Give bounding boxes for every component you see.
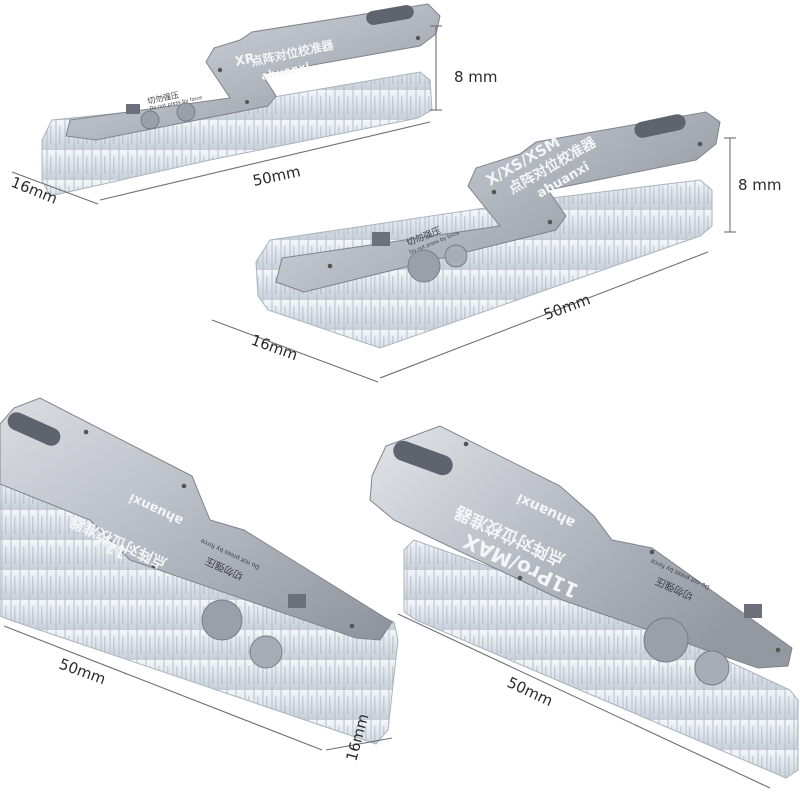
height-label: 8 mm [738, 176, 782, 194]
metal-plate [0, 397, 393, 641]
length-label: 50mm [541, 290, 593, 323]
length-label: 50mm [251, 162, 302, 190]
product-x-xs-xsm: X/XS/XSM 点阵对位校准器 ahuanxi 切勿强压 Do not pre… [211, 111, 782, 383]
width-label: 16mm [249, 331, 301, 364]
width-dim-line [325, 737, 393, 751]
product-11: 11 点阵对位校准器 ahuanxi 切勿强压 Do not press by … [0, 397, 399, 763]
metal-plate [369, 425, 793, 669]
acrylic-base [255, 179, 713, 349]
length-dim-line [397, 613, 771, 789]
handle-slot [634, 114, 686, 138]
width-dim-line [11, 171, 99, 205]
handle-slot [393, 440, 453, 476]
length-dim-line [379, 251, 709, 379]
handle-slot [7, 412, 61, 446]
model-label: XR [234, 51, 257, 70]
width-dim-line [211, 319, 379, 383]
height-label: 8 mm [454, 68, 498, 86]
length-dim-line [99, 121, 431, 201]
handle-slot [366, 5, 414, 25]
metal-plate [65, 3, 441, 141]
product-11pro-max: 11Pro/MAX 点阵对位校准器 ahuanxi 切勿强压 Do not pr… [369, 425, 799, 789]
length-label: 50mm [504, 673, 555, 710]
length-label: 50mm [57, 655, 109, 688]
length-dim-line [3, 625, 323, 751]
product-xr: XR 点阵对位校准器 ahuanxi 切勿强压 Do not press by … [9, 3, 498, 208]
